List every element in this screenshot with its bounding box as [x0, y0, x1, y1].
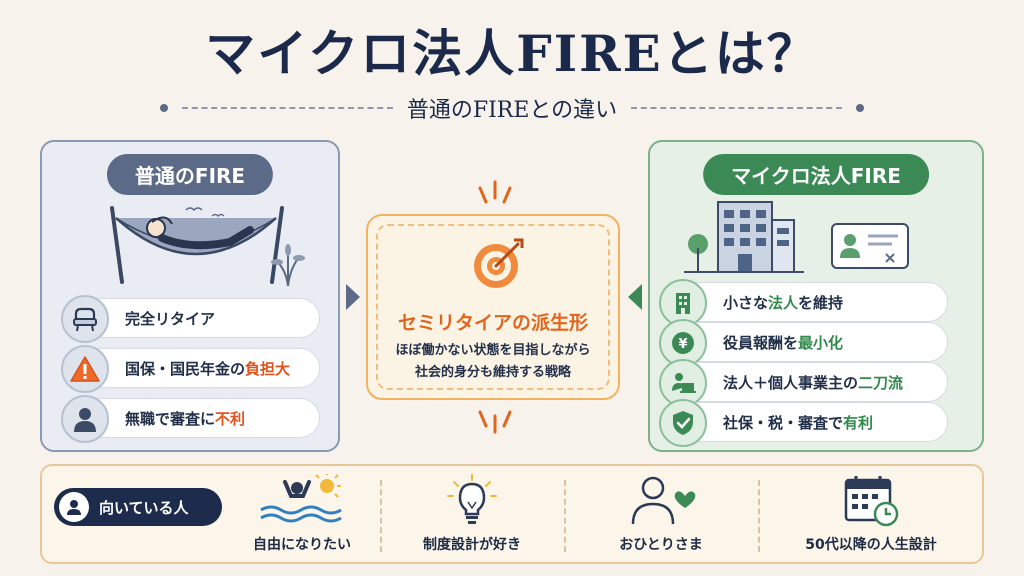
- plant-icon: [271, 244, 305, 287]
- normal-fire-label: 普通のFIRE: [106, 154, 274, 195]
- suitable-item: 50代以降の人生設計: [768, 466, 974, 566]
- semi-retire-title: セミリタイアの派生形: [397, 312, 588, 334]
- divider-line: [631, 107, 842, 109]
- warning-icon: [61, 345, 109, 393]
- person-heart-icon: [631, 476, 696, 525]
- page-title: マイクロ法人FIREとは？: [205, 24, 819, 83]
- calendar-clock-icon: [844, 476, 899, 527]
- suitable-people-bar: 向いている人 自由になりたい 制度設計が好き おひとりさま: [40, 464, 984, 564]
- swimmer-sun-icon: [260, 474, 342, 523]
- normal-fire-item: 国保・国民年金の負担大: [61, 345, 320, 393]
- divider-line: [380, 480, 382, 552]
- yen-coin-icon: ¥: [659, 319, 707, 367]
- semi-retire-box: セミリタイアの派生形 ほぼ働かない状態を目指しながら 社会的身分も維持する戦略: [366, 214, 620, 400]
- divider-line: [182, 107, 393, 109]
- hammock-person-icon: [110, 206, 284, 284]
- micro-corp-item: 法人＋個人事業主の二刀流: [659, 359, 948, 407]
- semi-retire-inner-border: [376, 224, 610, 390]
- subtitle-row: 普通のFIREとの違い: [160, 92, 864, 124]
- svg-text:¥: ¥: [678, 337, 687, 352]
- spark-lines-icon: [478, 410, 512, 434]
- person-icon: [61, 395, 109, 443]
- suitable-item: 自由になりたい: [232, 466, 372, 566]
- normal-fire-item: 完全リタイア: [61, 295, 320, 343]
- lightbulb-icon: [447, 474, 497, 524]
- suitable-people-badge: 向いている人: [54, 488, 222, 526]
- divider-dot: [856, 104, 864, 112]
- suitable-item: おひとりさま: [576, 466, 746, 566]
- micro-corp-fire-label: マイクロ法人FIRE: [703, 154, 929, 195]
- suitable-item: 制度設計が好き: [392, 466, 552, 566]
- micro-corp-item: ¥ 役員報酬を最小化: [659, 319, 948, 367]
- id-card-icon: [831, 223, 909, 269]
- divider-line: [758, 480, 760, 552]
- spark-lines-icon: [478, 180, 512, 204]
- shield-check-icon: [659, 399, 707, 447]
- normal-fire-item: 無職で審査に不利: [61, 395, 320, 443]
- divider-line: [564, 480, 566, 552]
- arrow-left-icon: [628, 284, 642, 310]
- normal-fire-panel: 普通のFIRE 完全リタイア 国保・国民年金の負担大 無職で: [40, 140, 340, 452]
- divider-dot: [160, 104, 168, 112]
- micro-corp-item: 小さな法人を維持: [659, 279, 948, 327]
- person-icon: [59, 492, 89, 522]
- arrow-right-icon: [346, 284, 360, 310]
- micro-corp-item: 社保・税・審査で有利: [659, 399, 948, 447]
- semi-retire-description: ほぼ働かない状態を目指しながら 社会的身分も維持する戦略: [395, 343, 591, 380]
- micro-corp-fire-panel: マイクロ法人FIRE 小さな法人を維持 ¥ 役員報酬を最小化: [648, 140, 984, 452]
- subtitle: 普通のFIREとの違い: [406, 98, 618, 123]
- office-building-icon: [684, 201, 804, 273]
- armchair-icon: [61, 295, 109, 343]
- target-arrow-icon: [474, 238, 524, 288]
